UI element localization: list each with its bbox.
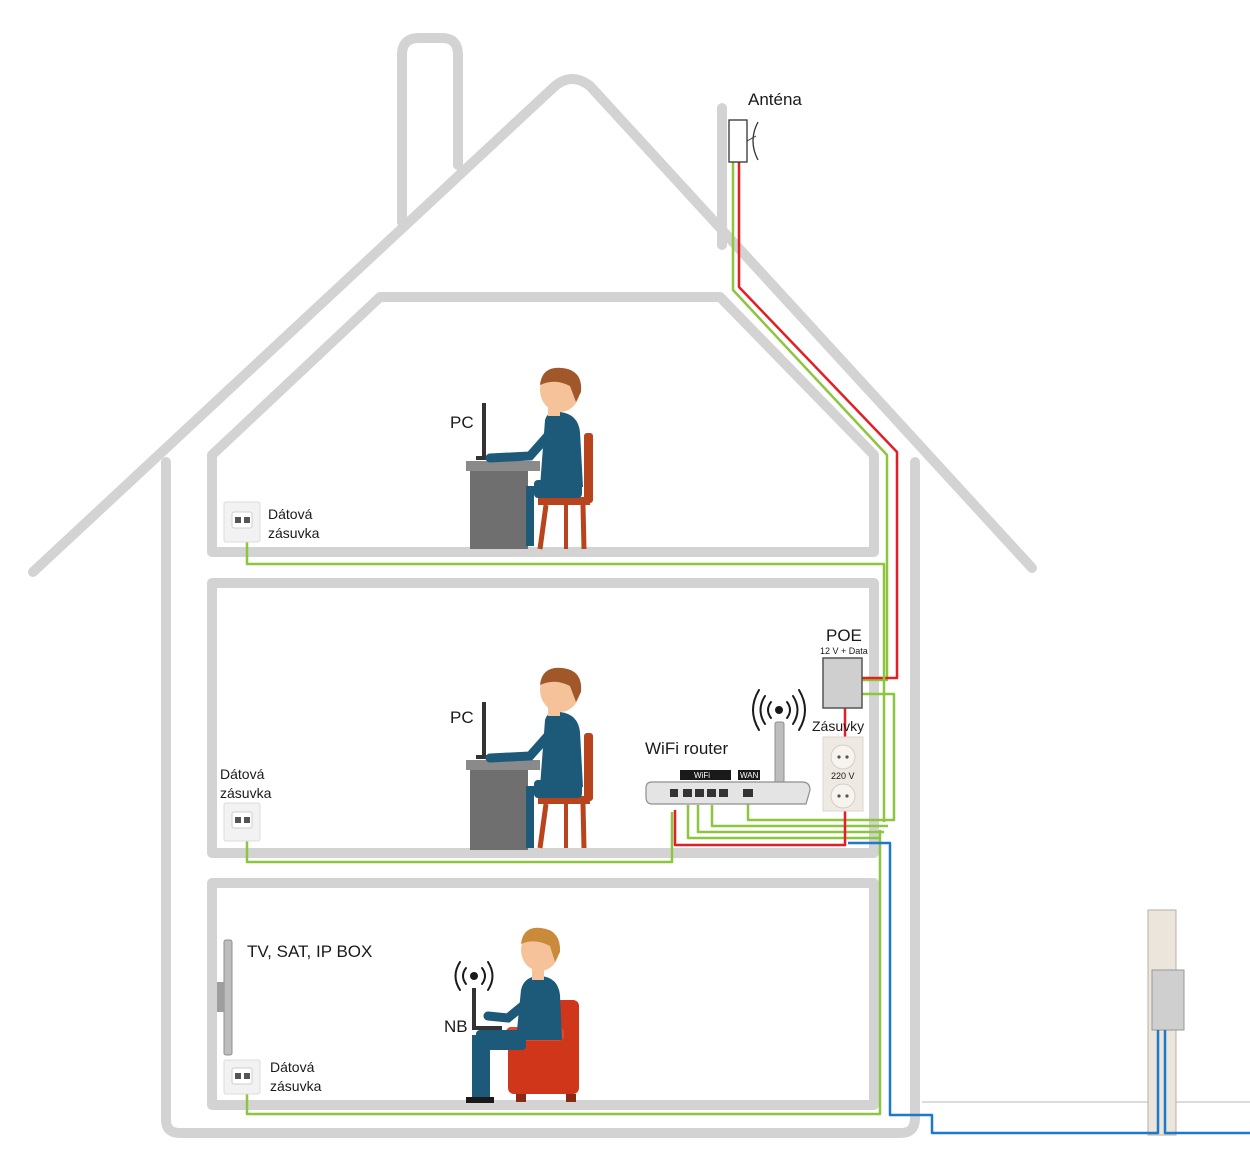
house-walls (161, 457, 920, 1138)
socket-middle-label-2: zásuvka (220, 785, 272, 801)
socket-top-label-1: Dátová (268, 506, 313, 522)
cables (245, 162, 1250, 1135)
nb-wifi-signal-icon (454, 961, 494, 991)
data-socket-middle: Dátová zásuvka (220, 766, 272, 842)
middle-room (207, 578, 879, 858)
poe-label: POE (826, 626, 862, 645)
data-socket-bottom: Dátová zásuvka (223, 1059, 322, 1095)
cable-middle-socket (245, 812, 674, 864)
chair-middle (584, 733, 593, 801)
poe-injector: POE 12 V + Data (820, 626, 868, 709)
top-floor-workstation: PC (450, 367, 593, 550)
outlets-label: Zásuvky (812, 718, 864, 734)
router-wifi-badge (680, 770, 731, 780)
router-wan-badge (738, 770, 760, 780)
cable-lan-1 (686, 805, 880, 840)
cable-lan-3 (710, 805, 888, 828)
external-ground (922, 909, 1250, 1136)
chair-top (584, 433, 593, 503)
pc-middle-label: PC (450, 708, 474, 727)
desk-middle (466, 760, 540, 770)
nb-label: NB (444, 1017, 468, 1036)
antenna-dish-icon (752, 121, 759, 161)
antenna: Anténa (728, 90, 802, 163)
outlets-voltage-label: 220 V (831, 771, 855, 781)
outlet-1 (830, 744, 856, 770)
house-outline (28, 33, 1037, 1138)
wifi-router: WiFi WAN WiFi router (645, 689, 811, 805)
desk-top (466, 461, 540, 471)
antenna-cable-red (737, 162, 899, 680)
monitor-top (482, 403, 486, 458)
router-wan-label: WAN (740, 771, 759, 780)
socket-middle-label-1: Dátová (220, 766, 265, 782)
ground-room (207, 878, 879, 1110)
outlet-2 (830, 783, 856, 809)
tv-box: TV, SAT, IP BOX (217, 939, 372, 1056)
cable-wan (746, 692, 896, 822)
poe-sub-label: 12 V + Data (820, 646, 868, 656)
attic-room (207, 292, 879, 557)
middle-floor-workstation: PC (450, 667, 593, 850)
monitor-middle (482, 702, 486, 757)
roof (28, 74, 1037, 577)
antenna-unit (728, 119, 748, 163)
person-middle (485, 667, 583, 848)
chimney (397, 33, 463, 227)
tv-screen (223, 939, 233, 1056)
notebook (472, 988, 476, 1028)
wifi-signal-icon (752, 689, 806, 731)
street-box (1151, 969, 1185, 1031)
antenna-label: Anténa (748, 90, 802, 109)
socket-bottom-label-1: Dátová (270, 1059, 315, 1075)
socket-bottom-label-2: zásuvka (270, 1078, 322, 1094)
pc-top-label: PC (450, 413, 474, 432)
power-outlets: Zásuvky 220 V (812, 718, 864, 812)
antenna-cable-green (731, 162, 889, 682)
tv-label: TV, SAT, IP BOX (247, 942, 372, 961)
cable-lan-2 (696, 805, 884, 834)
notebook-user: NB (444, 927, 579, 1103)
cable-bottom-socket (245, 830, 882, 1116)
router-label: WiFi router (645, 739, 728, 758)
socket-top-label-2: zásuvka (268, 525, 320, 541)
cable-router-power (673, 800, 847, 847)
external-line-2 (1163, 1030, 1250, 1135)
router-wifi-ports-label: WiFi (694, 771, 710, 780)
data-socket-top: Dátová zásuvka (223, 501, 320, 543)
external-line (848, 841, 1160, 1135)
person-top (485, 367, 583, 546)
